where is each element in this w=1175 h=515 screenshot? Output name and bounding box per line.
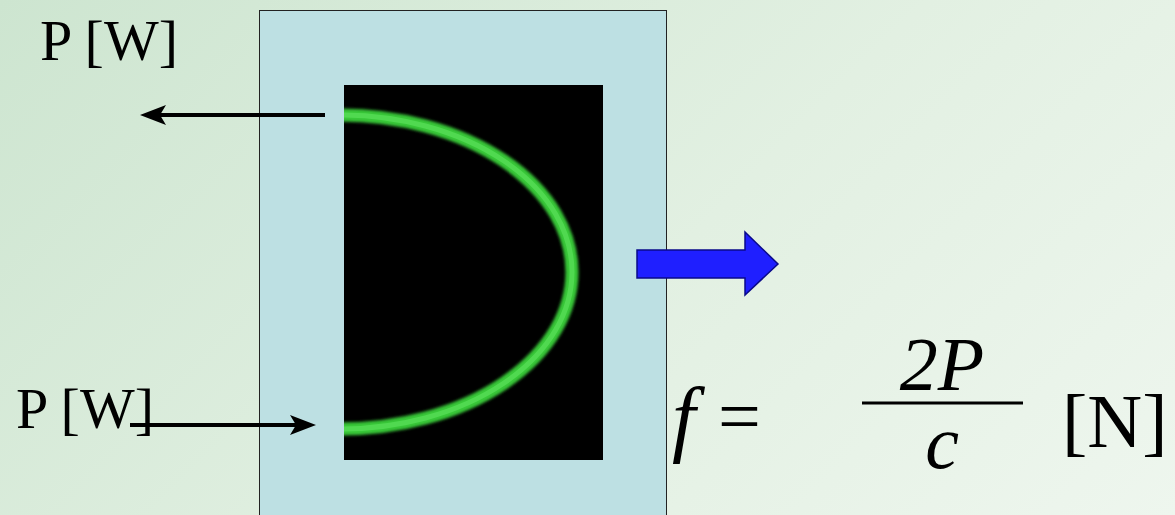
power-label: P [W]	[40, 12, 178, 70]
ring-core	[344, 115, 572, 429]
formula-operator: =	[718, 378, 761, 454]
input-beam	[130, 423, 298, 427]
arrow-head	[290, 415, 316, 435]
formula-numerator: 2P	[900, 326, 984, 402]
power-label: P [W]	[16, 380, 154, 438]
chip-panel	[260, 11, 667, 515]
output-beam	[158, 113, 325, 117]
unit-label: [N]	[1062, 383, 1168, 459]
ring-resonator	[344, 115, 572, 429]
formula-symbol: f	[672, 376, 695, 460]
formula-denominator: c	[925, 404, 959, 480]
force-arrow	[637, 232, 778, 295]
arrow-head	[140, 105, 166, 125]
